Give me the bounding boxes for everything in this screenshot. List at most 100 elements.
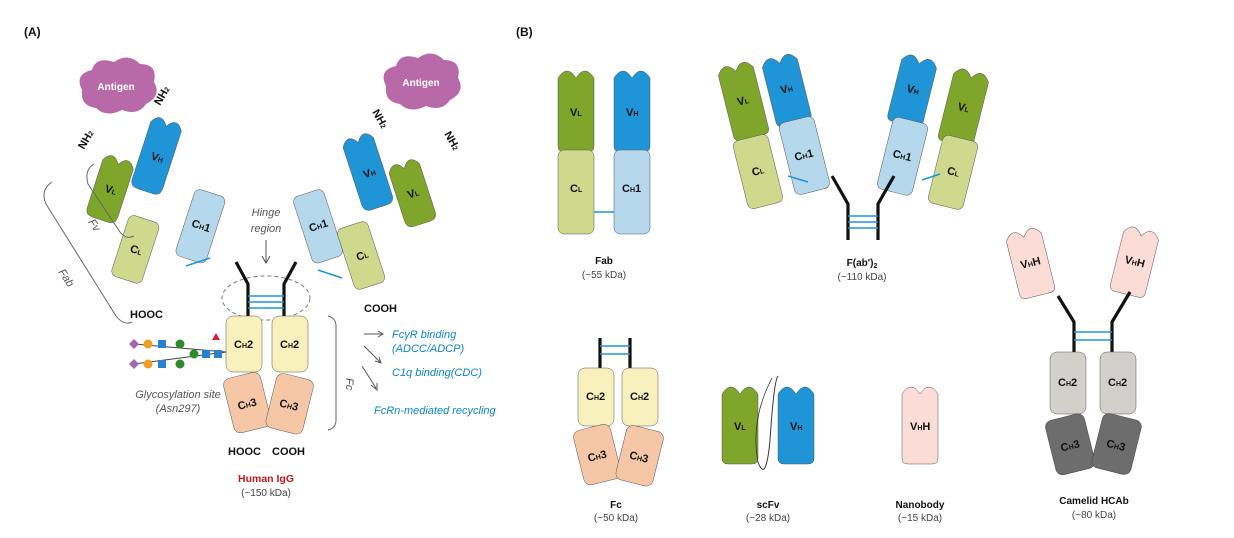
fab2-right-ch1-domain: CH1 <box>877 117 928 196</box>
fc-label: Fc <box>343 378 355 391</box>
fab2-left-cl-domain: CL <box>733 134 783 209</box>
hcab-right-vhh-domain: VHH <box>1109 226 1159 298</box>
hcab-fragment: VHH VHH CH2 CH2 CH3 CH3 <box>1006 226 1159 476</box>
igg-left-ch2-domain: CH2 <box>225 315 263 373</box>
svg-text:VH: VH <box>905 83 920 98</box>
antigen-left: Antigen <box>79 57 157 114</box>
igg-right-light-heavy-bridge <box>317 269 343 279</box>
hinge-region-label-2: region <box>251 223 282 235</box>
svg-text:CH2: CH2 <box>280 339 299 351</box>
fv-bracket <box>86 163 135 238</box>
svg-text:VH: VH <box>626 107 638 119</box>
svg-text:CH1: CH1 <box>308 218 330 235</box>
svg-text:CH3: CH3 <box>237 396 258 412</box>
fab-vh-domain: VH <box>613 70 651 153</box>
fab2-hinge <box>830 175 896 240</box>
igg-left-ch3-domain: CH3 <box>223 372 272 434</box>
svg-text:CL: CL <box>570 183 583 195</box>
hinge-region-outline <box>221 275 311 321</box>
fcr-arrow <box>364 330 384 338</box>
igg-right-cl-domain: CL <box>337 221 385 290</box>
panel-b-label: (B) <box>516 25 533 39</box>
svg-text:CH3: CH3 <box>1060 438 1081 454</box>
scfv-vl-domain: VL <box>721 386 759 465</box>
fcr-binding-label: FcγR binding <box>392 329 457 341</box>
svg-text:Antigen: Antigen <box>97 82 134 93</box>
svg-text:CH2: CH2 <box>1108 377 1127 389</box>
fcr-binding-sublabel: (ADCC/ADCP) <box>392 343 464 355</box>
igg-right-vh-domain: VH <box>342 133 393 211</box>
fab2-right-vh-domain: VH <box>887 54 937 128</box>
nh2-label-right-light: NH2 <box>441 130 461 153</box>
svg-text:CH3: CH3 <box>628 449 649 465</box>
svg-text:CH1: CH1 <box>891 148 912 164</box>
hcab-right-ch2-domain: CH2 <box>1099 351 1137 415</box>
hcab-name: Camelid HCAb <box>1059 496 1128 507</box>
glycosylation-site-sublabel: (Asn297) <box>156 403 201 415</box>
svg-text:VL: VL <box>103 183 118 198</box>
svg-text:CL: CL <box>751 164 766 179</box>
panel-a-label: (A) <box>24 25 41 39</box>
cooh-terminus-right-light: COOH <box>364 303 397 315</box>
hcab-right-ch3-domain: CH3 <box>1091 413 1142 475</box>
fab2-left-ch1-domain: CH1 <box>779 116 830 195</box>
igg-mass: (~150 kDa) <box>241 488 291 499</box>
fab-cl-domain: CL <box>557 149 595 235</box>
svg-text:CH2: CH2 <box>1058 377 1077 389</box>
fab-mass: (~55 kDa) <box>582 270 626 281</box>
scfv-fragment: VL VH <box>721 375 815 470</box>
svg-text:CH3: CH3 <box>1105 438 1126 454</box>
svg-text:CH2: CH2 <box>630 391 649 403</box>
svg-text:CH3: CH3 <box>587 448 608 464</box>
scfv-name: scFv <box>757 500 780 511</box>
scfv-vh-domain: VH <box>777 386 815 465</box>
svg-text:VL: VL <box>406 186 421 201</box>
antigen-right: Antigen <box>383 53 461 110</box>
igg-left-light-heavy-bridge <box>185 257 211 267</box>
svg-text:VL: VL <box>734 421 746 433</box>
hinge-pointer-arrow <box>261 240 271 265</box>
hinge-region-label: Hinge <box>252 207 281 219</box>
cooh-terminus-right-heavy: COOH <box>272 446 305 458</box>
svg-text:VL: VL <box>956 101 971 116</box>
hcab-left-ch3-domain: CH3 <box>1045 413 1096 476</box>
fab2-left-vh-domain: VH <box>762 54 812 127</box>
svg-text:VH: VH <box>779 82 794 97</box>
fc-fragment: CH2 CH2 CH3 CH3 <box>573 338 664 487</box>
fc-right-ch3-domain: CH3 <box>615 425 664 487</box>
hcab-left-vhh-domain: VHH <box>1006 228 1055 299</box>
hcab-left-ch2-domain: CH2 <box>1049 351 1087 415</box>
scfv-linker <box>757 375 779 470</box>
fc-mass: (~50 kDa) <box>594 513 638 524</box>
fab-fragment: VL VH CL CH1 <box>557 70 651 235</box>
igg-right-vl-domain: VL <box>388 159 436 228</box>
fab2-fragment: VL VH CL CH1 VH VL CH1 CL <box>718 54 989 240</box>
scfv-mass: (~28 kDa) <box>746 513 790 524</box>
svg-text:CL: CL <box>355 248 371 263</box>
igg-hinge <box>234 261 298 316</box>
fab2-left-vl-domain: VL <box>718 62 769 141</box>
svg-text:CH1: CH1 <box>622 183 641 195</box>
fc-name: Fc <box>610 500 622 511</box>
igg-left-ch1-domain: CH1 <box>175 189 226 264</box>
fab2-name: F(ab')2 <box>847 258 878 270</box>
fc-left-ch2-domain: CH2 <box>577 367 615 427</box>
fab-ch1-domain: CH1 <box>613 149 651 235</box>
fab2-right-vl-domain: VL <box>938 68 989 148</box>
igg-right-ch2-domain: CH2 <box>271 315 309 373</box>
glycosylation-site-label: Glycosylation site <box>135 389 221 401</box>
fab-label: Fab <box>56 267 77 289</box>
svg-text:VH: VH <box>149 151 165 166</box>
fab2-mass: (~110 kDa) <box>837 272 886 283</box>
svg-text:VL: VL <box>736 94 751 109</box>
svg-text:CL: CL <box>128 243 144 258</box>
nh2-label-left-light: NH2 <box>76 128 96 151</box>
svg-text:CH2: CH2 <box>586 391 605 403</box>
svg-text:CH1: CH1 <box>190 218 212 235</box>
fab2-right-cl-domain: CL <box>928 135 978 210</box>
fab-bracket <box>43 181 133 324</box>
igg-right-ch1-domain: CH1 <box>293 189 343 264</box>
fab2-left-bridge <box>787 175 809 183</box>
igg-name: Human IgG <box>238 473 294 485</box>
igg-right-ch3-domain: CH3 <box>265 373 314 435</box>
